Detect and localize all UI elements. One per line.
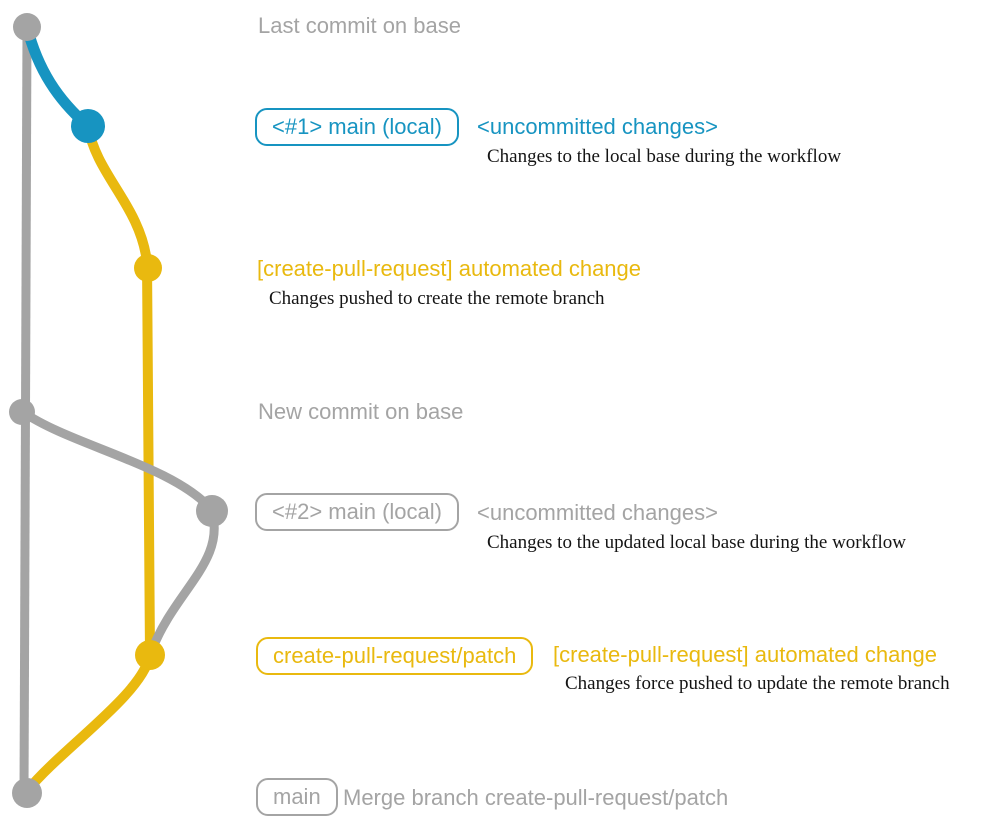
local-changes-branch-line — [21, 21, 94, 132]
label-new-commit-on-base: New commit on base — [258, 399, 464, 424]
commit-title-uncommitted-changes-1: <uncommitted changes> — [477, 114, 718, 139]
commit-desc-automated-change-1: Changes pushed to create the remote bran… — [269, 288, 605, 309]
commit-title-uncommitted-changes-2: <uncommitted changes> — [477, 500, 718, 525]
rebased-local-branch-line — [18, 407, 219, 655]
commit-dot-automated-change-1 — [134, 254, 162, 282]
branch-badge-main-local-1: <#1> main (local) — [255, 108, 459, 146]
commit-desc-automated-change-2: Changes force pushed to update the remot… — [565, 673, 950, 694]
commit-title-automated-change-2: [create-pull-request] automated change — [553, 642, 938, 667]
branch-badge-main-local-2: <#2> main (local) — [255, 493, 459, 531]
commit-dot-merge-commit — [12, 778, 42, 808]
commit-desc-uncommitted-changes-1: Changes to the local base during the wor… — [487, 146, 842, 167]
commit-title-merge-branch: Merge branch create-pull-request/patch — [343, 785, 729, 810]
commit-dot-new-commit-on-base — [9, 399, 35, 425]
branch-badge-main: main — [256, 778, 338, 816]
branch-badge-create-pull-request-patch: create-pull-request/patch — [256, 637, 534, 675]
git-graph — [9, 13, 228, 808]
commit-dot-last-commit-on-base — [13, 13, 41, 41]
commit-title-automated-change-1: [create-pull-request] automated change — [257, 256, 642, 281]
commit-dot-automated-change-2 — [135, 640, 165, 670]
label-last-commit-on-base: Last commit on base — [258, 13, 461, 38]
commit-dot-local-main-2 — [196, 495, 228, 527]
commit-desc-uncommitted-changes-2: Changes to the updated local base during… — [487, 532, 906, 553]
commit-dot-local-main-1 — [71, 109, 105, 143]
